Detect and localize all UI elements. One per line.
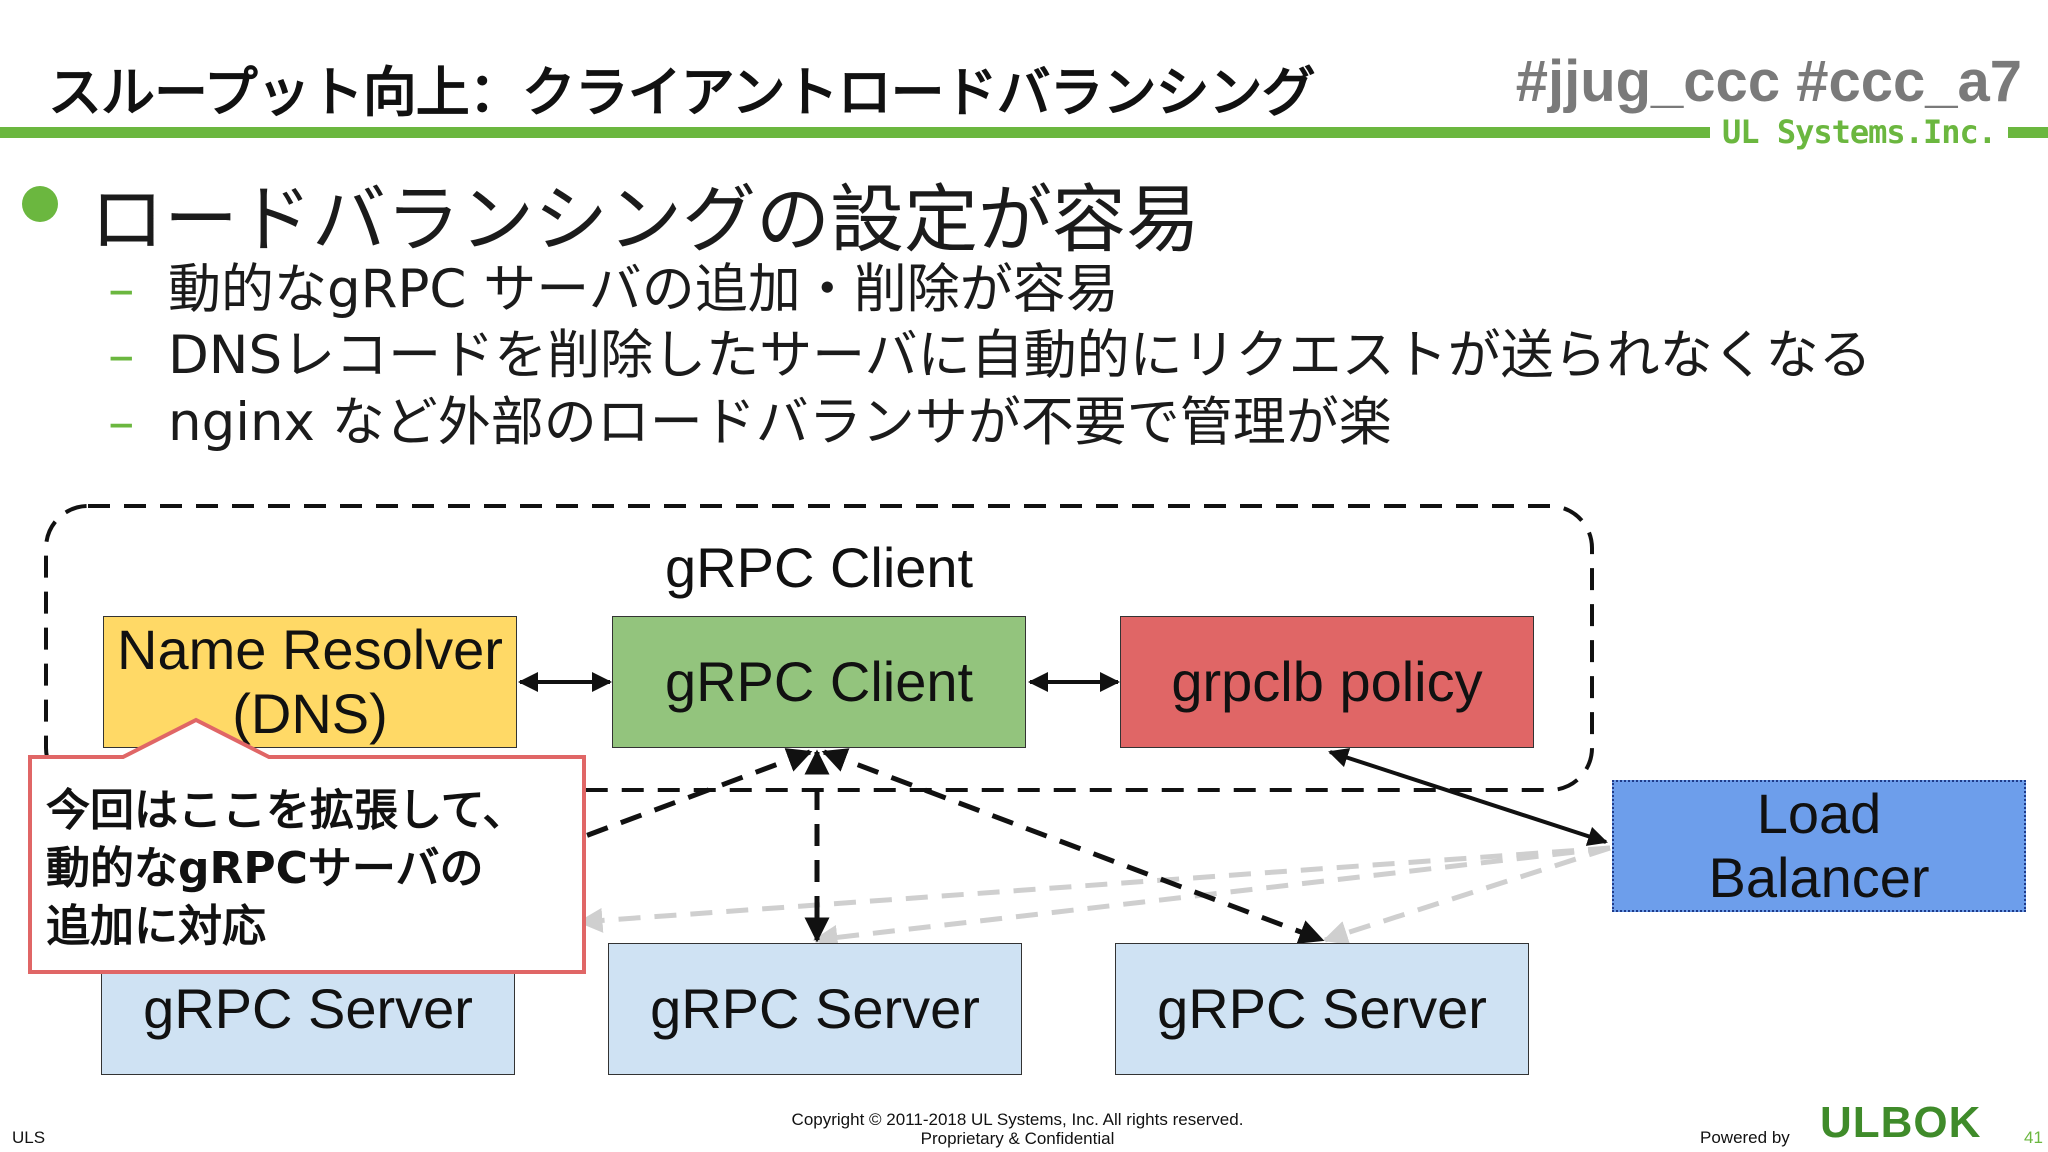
policy-lb-arrow	[1328, 748, 1608, 846]
name-resolver-box: Name Resolver (DNS)	[103, 616, 517, 748]
grpc-server-box: gRPC Server	[1115, 943, 1529, 1075]
grpc-server-label: gRPC Server	[1157, 976, 1487, 1040]
dash-marker: –	[108, 392, 135, 453]
grpclb-policy-label: grpclb policy	[1171, 649, 1483, 713]
load-balancer-line2: Balancer	[1708, 846, 1930, 909]
load-balancer-box: Load Balancer	[1612, 780, 2026, 912]
grpc-server-label: gRPC Server	[143, 976, 473, 1040]
sub-bullet-text: nginx など外部のロードバランサが不要で管理が楽	[168, 392, 1392, 453]
slide-title: スループット向上：クライアントロードバランシング	[48, 61, 1316, 124]
sub-bullet: –nginx など外部のロードバランサが不要で管理が楽	[108, 380, 1392, 456]
callout-line: 動的なgRPCサーバの	[46, 843, 484, 894]
ulbok-logo: ULBOK	[1820, 1098, 1982, 1147]
main-bullet: ロードバランシングの設定が容易	[90, 177, 1200, 263]
client-to-server-3-line	[821, 748, 1325, 944]
callout-text: 今回はここを拡張して、 動的なgRPCサーバの 追加に対応	[46, 782, 526, 956]
name-resolver-line1: Name Resolver	[117, 617, 503, 681]
powered-by: Powered by	[1700, 1128, 1790, 1147]
grpclb-policy-box: grpclb policy	[1120, 616, 1534, 748]
header-divider	[0, 127, 2048, 138]
callout-line: 今回はここを拡張して、	[46, 785, 527, 836]
grpc-server-label: gRPC Server	[650, 976, 980, 1040]
load-balancer-line1: Load	[1756, 781, 1882, 845]
sub-bullet: –動的なgRPC サーバの追加・削除が容易	[108, 247, 1119, 323]
name-resolver-line2: (DNS)	[232, 682, 388, 745]
confidential-line: Proprietary & Confidential	[920, 1129, 1115, 1148]
footer-uls: ULS	[12, 1128, 46, 1147]
lb-to-server-3-line	[1322, 845, 1611, 945]
copyright-line: Copyright © 2011-2018 UL Systems, Inc. A…	[791, 1110, 1244, 1129]
dash-marker: –	[108, 259, 135, 320]
grpc-server-box: gRPC Server	[608, 943, 1022, 1075]
page-number: 41	[2024, 1128, 2043, 1147]
hashtags: #jjug_ccc #ccc_a7	[1515, 49, 2022, 114]
grpc-client-label: gRPC Client	[664, 649, 974, 713]
client-group-label: gRPC Client	[665, 536, 974, 599]
brand-logo: UL Systems.Inc.	[1710, 112, 2008, 152]
bullet-dot	[22, 186, 58, 222]
footer-copyright: Copyright © 2011-2018 UL Systems, Inc. A…	[640, 1110, 1395, 1148]
dash-marker: –	[108, 325, 135, 386]
sub-bullet-text: DNSレコードを削除したサーバに自動的にリクエストが送られなくなる	[168, 325, 1872, 386]
callout-line: 追加に対応	[46, 901, 266, 952]
grpc-client-box: gRPC Client	[612, 616, 1026, 748]
sub-bullet-text: 動的なgRPC サーバの追加・削除が容易	[168, 259, 1119, 320]
sub-bullet: –DNSレコードを削除したサーバに自動的にリクエストが送られなくなる	[108, 313, 1872, 389]
client-to-server-1-line	[579, 748, 813, 841]
